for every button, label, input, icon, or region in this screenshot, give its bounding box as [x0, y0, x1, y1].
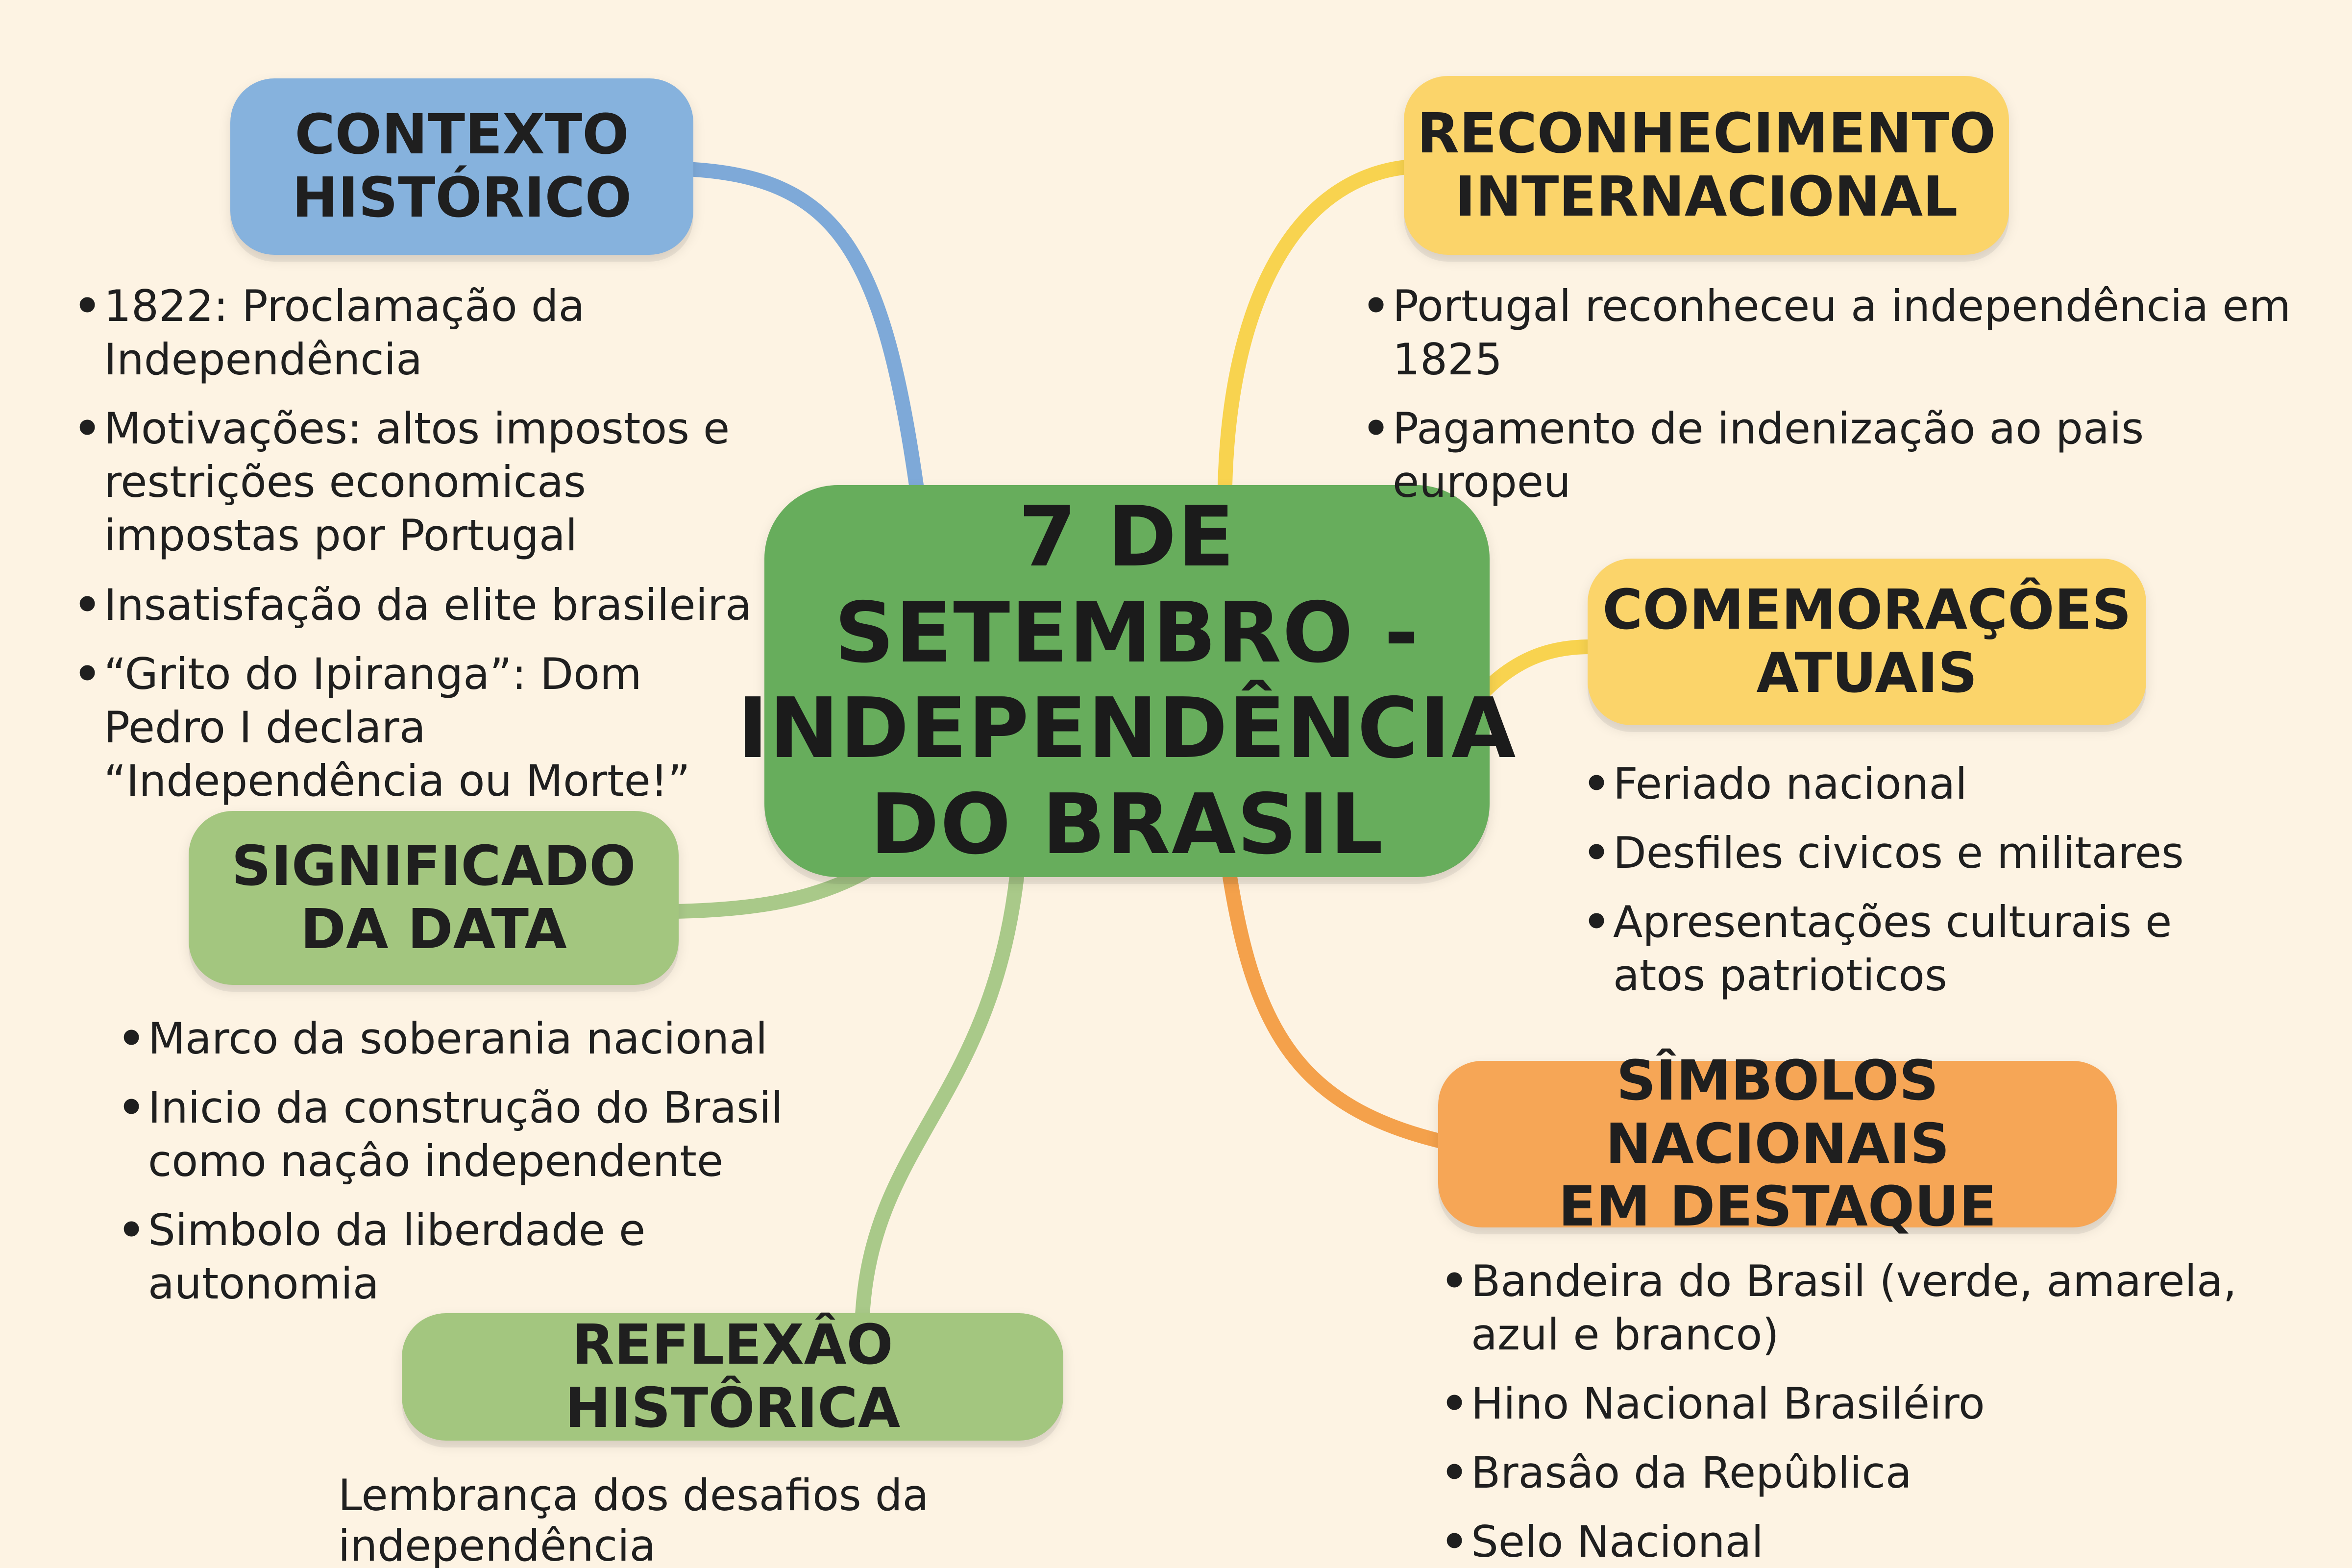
- connector-contexto: [679, 162, 924, 492]
- list-item: Portugal reconheceu a independência em 1…: [1362, 279, 2293, 386]
- list-item: Marco da soberania nacional: [118, 1012, 862, 1065]
- node-significado-da-data[interactable]: SIGNIFICADO DA DATA: [189, 811, 679, 985]
- central-topic[interactable]: 7 DE SETEMBRO - INDEPENDÊNCIA DO BRASIL: [737, 485, 1516, 877]
- connector-comemoracoes: [1477, 639, 1597, 698]
- node-title-line-1: COMEMORAÇÔES: [1602, 578, 2132, 642]
- list-item: Bandeira do Brasil (verde, amarela, azul…: [1441, 1254, 2323, 1361]
- node-title-line-1: RECONHECIMENTO: [1417, 101, 1996, 166]
- contexto-historico-list: 1822: Proclamação da Independência Motiv…: [74, 279, 760, 823]
- simbolos-list: Bandeira do Brasil (verde, amarela, azul…: [1441, 1254, 2323, 1568]
- comemoracoes-list: Feriado nacional Desfiles civicos e mili…: [1583, 757, 2220, 1018]
- node-title-line-1: SÎMBOLOS NACIONAIS: [1605, 1049, 1950, 1176]
- list-item: Selo Nacional: [1441, 1515, 2323, 1568]
- node-comemoracoes-atuais[interactable]: COMEMORAÇÔES ATUAIS: [1588, 559, 2146, 725]
- list-item: Hino Nacional Brasiléiro: [1441, 1377, 2323, 1430]
- node-title-line-2: INTERNACIONAL: [1455, 165, 1958, 229]
- node-reconhecimento-internacional[interactable]: RECONHECIMENTO INTERNACIONAL: [1404, 76, 2009, 255]
- list-item: Insatisfação da elite brasileira: [74, 578, 760, 632]
- list-item: Motivações: altos impostos e restrições …: [74, 402, 760, 562]
- node-reflexao-historica[interactable]: REFLEXÂO HISTÔRICA: [402, 1313, 1063, 1441]
- node-title-line-2: ATUAIS: [1756, 641, 1978, 705]
- node-contexto-historico[interactable]: CONTEXTO HISTÓRICO: [230, 78, 693, 255]
- list-item: Apresentações culturais e atos patriotic…: [1583, 895, 2220, 1002]
- reflexao-text: Lembrança dos desafios da independência: [338, 1470, 929, 1568]
- connector-reflexao: [855, 870, 1024, 1323]
- node-title-line-1: CONTEXTO: [294, 103, 629, 167]
- significado-list: Marco da soberania nacional Inicio da co…: [118, 1012, 862, 1326]
- list-item: Pagamento de indenização ao pais europeu: [1362, 402, 2293, 509]
- central-topic-line-2: INDEPENDÊNCIA: [737, 680, 1517, 777]
- connector-reconhecimento: [1218, 159, 1419, 492]
- list-item: Inicio da construção do Brasil como naçâ…: [118, 1081, 862, 1188]
- connector-simbolos: [1223, 870, 1450, 1149]
- central-topic-line-3: DO BRASIL: [870, 776, 1384, 873]
- list-item: Desfiles civicos e militares: [1583, 826, 2220, 880]
- list-item: 1822: Proclamação da Independência: [74, 279, 760, 386]
- list-item: Feriado nacional: [1583, 757, 2220, 810]
- node-simbolos-nacionais[interactable]: SÎMBOLOS NACIONAIS EM DESTAQUE: [1438, 1050, 2117, 1239]
- node-title-line-2: HISTÓRICO: [292, 166, 632, 230]
- list-item: “Grito do Ipiranga”: Dom Pedro I declara…: [74, 647, 760, 808]
- node-title-line-1: SIGNIFICADO: [231, 834, 636, 898]
- reconhecimento-list: Portugal reconheceu a independência em 1…: [1362, 279, 2293, 524]
- node-title-line-2: EM DESTAQUE: [1558, 1175, 1997, 1239]
- central-topic-line-1: 7 DE SETEMBRO -: [834, 489, 1420, 682]
- list-item: Brasâo da Repûblica: [1441, 1446, 2323, 1499]
- node-title-line-1: REFLEXÂO HISTÔRICA: [564, 1313, 901, 1440]
- node-title-line-2: DA DATA: [300, 897, 567, 961]
- list-item: Simbolo da liberdade e autonomia: [118, 1203, 862, 1310]
